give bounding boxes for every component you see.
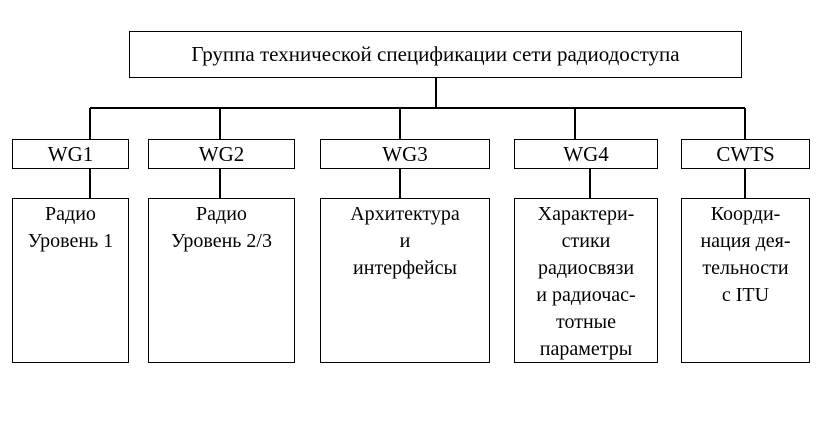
wg2-code: WG2 — [198, 142, 245, 166]
root-group-box: Группа технической спецификации сети рад… — [129, 31, 742, 78]
cwts-desc-line: тельности — [702, 257, 789, 279]
wg4-desc-line: Характери- — [537, 203, 635, 225]
wg4-desc-line: стики — [561, 230, 611, 252]
wg4-code: WG4 — [563, 142, 609, 166]
wg3-code: WG3 — [382, 142, 428, 166]
wg1-code: WG1 — [47, 142, 94, 166]
wg1-desc-line: Радио — [45, 203, 96, 225]
wg3-description-box: Архитектура и интерфейсы — [320, 198, 490, 363]
wg2-desc-line: Радио — [196, 203, 247, 225]
wg3-box: WG3 — [320, 139, 490, 169]
root-group-title: Группа технической спецификации сети рад… — [191, 42, 680, 66]
wg1-box: WG1 — [12, 139, 129, 169]
cwts-desc-line: Коорди- — [710, 203, 781, 225]
cwts-box: CWTS — [681, 139, 810, 169]
wg3-desc-line: интерфейсы — [353, 257, 457, 279]
cwts-code: CWTS — [716, 142, 775, 166]
wg3-desc-line: и — [399, 230, 411, 252]
wg2-box: WG2 — [148, 139, 295, 169]
cwts-desc-line: с ITU — [721, 284, 770, 306]
cwts-description-box: Коорди- нация дея- тельности с ITU — [681, 198, 810, 363]
wg4-desc-line: тотные — [556, 311, 616, 333]
cwts-desc-line: нация дея- — [700, 230, 791, 252]
wg1-description-box: Радио Уровень 1 — [12, 198, 129, 363]
wg2-desc-line: Уровень 2/3 — [171, 230, 272, 252]
wg4-desc-line: параметры — [539, 338, 633, 360]
wg1-desc-line: Уровень 1 — [27, 230, 114, 252]
wg4-description-box: Характери- стики радиосвязи и радиочас- … — [514, 198, 658, 363]
wg4-desc-line: радиосвязи — [537, 257, 635, 279]
wg2-description-box: Радио Уровень 2/3 — [148, 198, 295, 363]
wg4-box: WG4 — [514, 139, 658, 169]
wg3-desc-line: Архитектура — [350, 203, 460, 225]
wg4-desc-line: и радиочас- — [536, 284, 636, 306]
